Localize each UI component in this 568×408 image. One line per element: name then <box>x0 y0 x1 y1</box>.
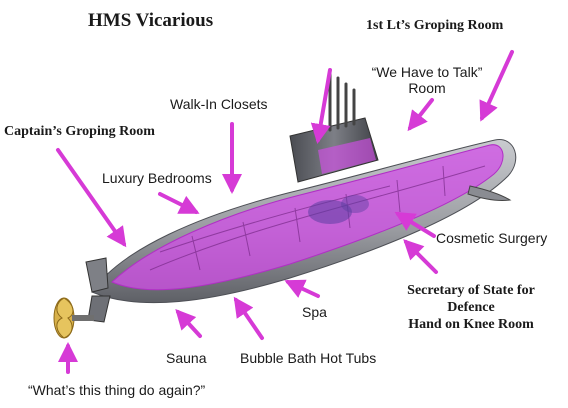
bow-plane <box>467 185 512 201</box>
arrow-luxury-bedrooms <box>158 192 200 214</box>
arrow-sauna <box>175 309 202 338</box>
label-secretary-line3: Hand on Knee Room <box>408 317 534 332</box>
arrow-cosmetic-surgery <box>394 211 436 238</box>
label-secretary-line2: Defence <box>447 300 495 315</box>
interior-cutaway <box>111 144 504 291</box>
arrow-walk-in-closets-2 <box>310 68 332 144</box>
label-propeller-question: “What’s this thing do again?” <box>28 382 206 398</box>
callout-arrows <box>56 50 514 374</box>
sail-cutaway <box>318 138 376 174</box>
interior-details <box>149 165 486 271</box>
label-we-have-to-talk-line1: “We Have to Talk” <box>371 64 483 80</box>
label-cosmetic-surgery: Cosmetic Surgery <box>436 230 548 246</box>
label-secretary-line1: Secretary of State for <box>407 283 535 298</box>
arrow-captain <box>56 148 127 248</box>
label-sauna: Sauna <box>166 350 207 366</box>
label-walk-in-closets: Walk-In Closets <box>170 96 268 112</box>
label-first-lt-groping-room: 1st Lt’s Groping Room <box>366 18 504 33</box>
arrow-bubble-bath <box>233 296 264 340</box>
label-captains-groping-room: Captain’s Groping Room <box>4 124 155 139</box>
upper-rudder <box>85 257 109 293</box>
arrow-first-lt <box>479 50 514 122</box>
arrow-secretary <box>403 239 438 274</box>
label-luxury-bedrooms: Luxury Bedrooms <box>102 170 212 186</box>
label-we-have-to-talk-room: “We Have to Talk” Room <box>352 64 502 96</box>
label-bubble-bath-hot-tubs: Bubble Bath Hot Tubs <box>240 350 377 366</box>
label-secretary-of-state-room: Secretary of State for Defence Hand on K… <box>378 282 564 333</box>
diagram-title: HMS Vicarious <box>88 10 214 31</box>
label-we-have-to-talk-line2: Room <box>408 80 446 96</box>
label-spa: Spa <box>302 304 327 320</box>
arrow-spa <box>284 279 320 298</box>
arrow-we-have-to-talk <box>407 98 434 132</box>
propeller <box>53 297 94 339</box>
